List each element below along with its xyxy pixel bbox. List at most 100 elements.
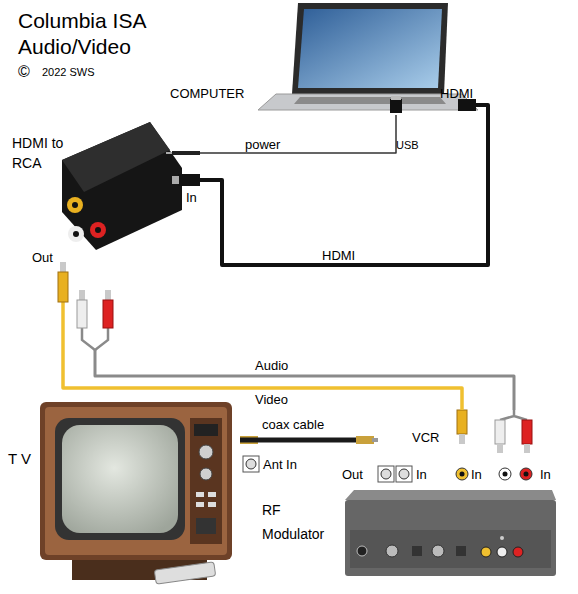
part-label: USB: [396, 139, 419, 153]
video-wire: [61, 300, 65, 350]
audio-wire: [82, 328, 108, 350]
input-jack-white: [499, 468, 511, 480]
rca-plug-red: [522, 420, 532, 444]
tv-control-panel: [190, 418, 222, 544]
f-port: [386, 545, 398, 557]
cable-label: coax cable: [262, 417, 324, 433]
modulator-node: RF Modulator: [340, 410, 560, 585]
converter-top: [62, 122, 170, 192]
node-label: COMPUTER: [170, 86, 244, 102]
tv-screen: [62, 425, 178, 533]
tv-speaker-grille: [194, 424, 218, 436]
tv-button: [196, 502, 204, 507]
f-connector-pin: [372, 438, 378, 442]
rca-plug-yellow: [457, 410, 467, 434]
laptop-screen: [298, 9, 442, 88]
power-plug: [172, 151, 200, 155]
rca-plug-white: [77, 300, 87, 328]
jack-hole: [524, 472, 529, 477]
cable-label: power: [245, 137, 280, 153]
cable-label: Audio: [255, 358, 288, 374]
rca-jack-red: [90, 222, 106, 238]
tv-button: [196, 492, 204, 497]
part-label: HDMI: [440, 86, 473, 102]
cable-label: Video: [255, 392, 288, 408]
rca-plug-tip: [497, 444, 503, 453]
tv-button: [208, 502, 216, 507]
usb-plug-tip: [391, 96, 401, 100]
dc-jack: [357, 546, 367, 556]
usb-plug: [390, 99, 402, 113]
laptop-lid: [292, 3, 448, 94]
tv-knob: [200, 468, 212, 480]
rca-plug-tip: [459, 434, 465, 444]
coax-port-in: [396, 466, 412, 482]
tv-front: [45, 407, 227, 555]
rca-jack-hole: [72, 202, 78, 208]
part-label: Ant In: [263, 457, 297, 473]
led: [500, 536, 504, 540]
antenna-port-ring: [246, 459, 256, 469]
rca-jack-red: [513, 547, 523, 557]
part-label: In: [186, 190, 197, 206]
rca-jack-yellow: [481, 547, 491, 557]
rca-plug-red: [103, 300, 113, 328]
mode-switch: [456, 546, 466, 556]
laptop-keyboard: [294, 97, 446, 104]
tv-remote: [154, 562, 215, 584]
coax-port-ring: [381, 469, 391, 479]
modulator-top: [345, 490, 556, 500]
hdmi-plug-tip: [172, 176, 179, 184]
video-cable: [63, 350, 462, 410]
part-label: VCR: [412, 430, 439, 446]
computer-node: COMPUTER: [165, 0, 475, 115]
coax-port-ring: [399, 469, 409, 479]
modulator-panel: [350, 530, 551, 568]
tv-cabinet: [40, 402, 232, 560]
modulator-body: [345, 500, 556, 576]
part-label: In: [540, 467, 551, 483]
rca-plug-yellow: [58, 272, 68, 302]
input-jack-red: [520, 468, 532, 480]
antenna-port: [243, 456, 259, 472]
f-connector: [356, 436, 374, 444]
converter-body: [62, 122, 182, 250]
converter-node: HDMI to RCA: [8, 115, 200, 350]
part-label: Out: [342, 467, 363, 483]
rca-jack-white: [497, 547, 507, 557]
f-port: [432, 545, 444, 557]
rca-plug-tip: [524, 444, 530, 453]
audio-cable: [95, 350, 514, 410]
input-jack-yellow: [456, 468, 468, 480]
rca-jack-yellow: [67, 197, 83, 213]
part-label: 2022 SWS: [42, 66, 95, 80]
rca-plug-tip: [79, 290, 85, 300]
coax-port-out: [378, 466, 394, 482]
tv-bezel: [55, 418, 185, 540]
part-label: In: [471, 467, 482, 483]
coax-cable: [240, 438, 340, 443]
jack-hole: [503, 472, 508, 477]
diagram-title: Columbia ISA Audio/Video: [18, 8, 168, 60]
rca-plug-tip: [60, 262, 66, 272]
node-label: T V: [8, 450, 31, 469]
power-plug-tip: [166, 152, 172, 154]
power-cable: [200, 115, 396, 153]
rca-jack-white: [68, 226, 84, 242]
f-connector: [240, 436, 258, 444]
part-label: ©: [18, 62, 30, 82]
cable-label: HDMI: [322, 248, 355, 264]
hdmi-plug: [178, 174, 200, 186]
tv-node: T V: [5, 395, 240, 585]
rca-jack-hole: [95, 227, 101, 233]
hdmi-cable: [200, 105, 488, 265]
node-label: RF Modulator: [262, 498, 342, 546]
rca-jack-hole: [73, 231, 79, 237]
tv-knob: [199, 445, 213, 459]
part-label: Out: [32, 250, 53, 266]
